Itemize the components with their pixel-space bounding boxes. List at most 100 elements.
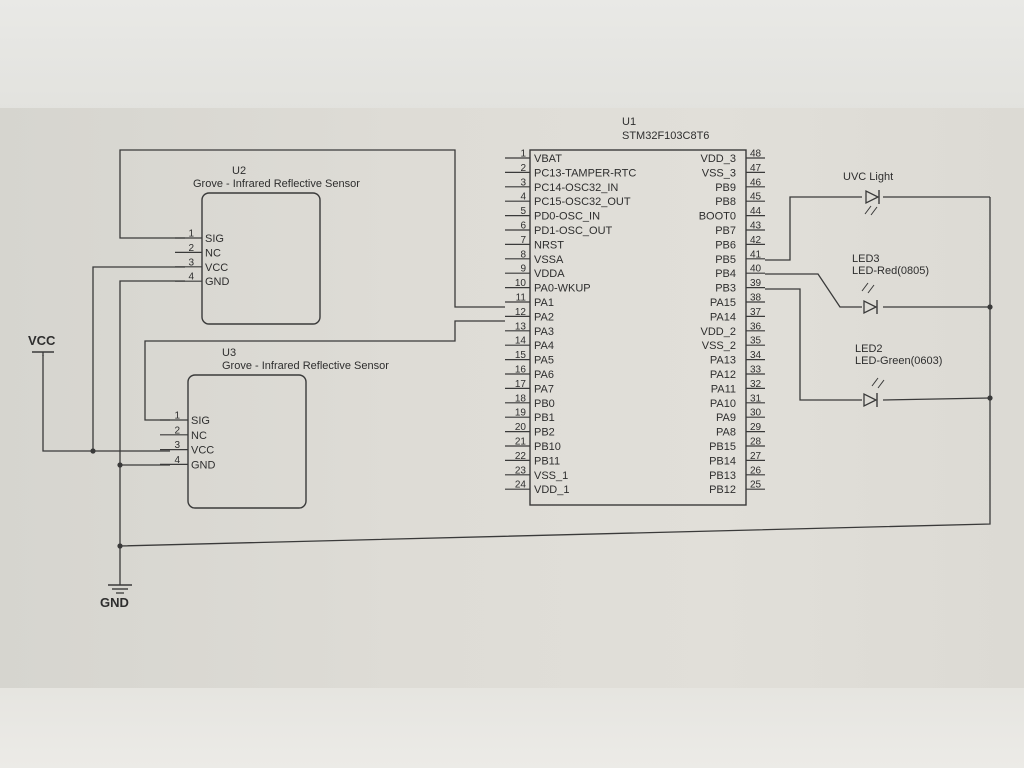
- u3-part: Grove - Infrared Reflective Sensor: [222, 360, 389, 372]
- u1-right-pin-name: PA15: [710, 297, 736, 309]
- wire-u2-sig-pa0: [119, 149, 505, 308]
- led3-part: LED-Red(0805): [852, 265, 929, 277]
- u1-right-pin-number: 42: [750, 235, 762, 246]
- uvc-label: UVC Light: [843, 171, 893, 183]
- paper-sheet: [0, 108, 1024, 688]
- u1-body: [529, 149, 747, 506]
- u1-left-pin-number: 12: [515, 307, 527, 318]
- u1-right-pin-name: PB14: [709, 455, 736, 467]
- wire-u2-vcc: [92, 266, 185, 451]
- u2-pin-name: VCC: [205, 262, 228, 274]
- u2-pin-number: 1: [188, 229, 194, 240]
- u1-left-pin-number: 23: [515, 465, 527, 476]
- u1-left-pin-name: PB10: [534, 441, 561, 453]
- u1-right-pin-number: 37: [750, 307, 762, 318]
- u1-right-pin-25: 25 PB12: [709, 480, 765, 496]
- u1-right-pin-number: 28: [750, 437, 762, 448]
- u2-pin-number: 2: [188, 243, 194, 254]
- u1-right-pin-name: PB7: [715, 225, 736, 237]
- u1-right-pin-number: 48: [750, 149, 762, 160]
- u2-pin-number: 4: [188, 272, 194, 283]
- u1-right-pin-name: VSS_2: [702, 340, 736, 352]
- u1-left-pin-name: PD0-OSC_IN: [534, 211, 600, 223]
- u1-right-pin-name: PB12: [709, 484, 736, 496]
- u1-left-pin-name: VSSA: [534, 254, 564, 266]
- u1-right-pin-number: 30: [750, 408, 762, 419]
- u1-left-pin-name: PB2: [534, 427, 555, 439]
- u1-right-pin-number: 36: [750, 321, 762, 332]
- u1-right-pin-name: PA10: [710, 398, 736, 410]
- u1-left-pin-name: PB1: [534, 412, 555, 424]
- u1-right-pin-name: PA9: [716, 412, 736, 424]
- u1-left-pin-number: 20: [515, 422, 527, 433]
- u1-right-pin-number: 29: [750, 422, 762, 433]
- u1-left-pin-20: 20 PB2: [505, 422, 555, 439]
- u1-right-pin-name: PB9: [715, 182, 736, 194]
- u1-right-pin-number: 43: [750, 221, 762, 232]
- u1-right-pin-name: PA11: [711, 383, 736, 395]
- u1-right-pin-30: 30 PA9: [716, 408, 765, 424]
- u1-right-pin-name: PA12: [710, 369, 736, 381]
- u1-right-pin-name: PB8: [715, 196, 736, 208]
- junction-vcc: [90, 448, 96, 454]
- led3-ref: LED3: [852, 253, 880, 265]
- vcc-symbol: VCC: [28, 333, 56, 356]
- wire-pb4-led3: [765, 273, 862, 308]
- junctions: [90, 304, 993, 549]
- u1-right-pin-43: 43 PB7: [715, 221, 765, 237]
- u1-left-pin-number: 17: [515, 379, 527, 390]
- u1-part: STM32F103C8T6: [622, 130, 709, 142]
- u3-pin-name: VCC: [191, 445, 214, 457]
- u1-right-pin-number: 25: [750, 480, 762, 491]
- u3-pin-name: NC: [191, 430, 207, 442]
- led3: LED3 LED-Red(0805): [852, 253, 929, 315]
- u1-left-pin-name: PA4: [534, 340, 554, 352]
- u3-pin-name: GND: [191, 459, 216, 471]
- u1-left-pin-name: PA7: [534, 383, 554, 395]
- vcc-label: VCC: [28, 333, 56, 348]
- u3-body: [187, 374, 307, 509]
- u3-pin-name: SIG: [191, 415, 210, 427]
- u1-right-pin-name: PB3: [715, 283, 736, 295]
- u1-left-pin-name: PB0: [534, 398, 555, 410]
- u1-left-pin-number: 3: [520, 177, 526, 188]
- u1-left-pin-number: 11: [516, 293, 527, 304]
- u1-right-pin-number: 41: [750, 249, 762, 260]
- led2-ref: LED2: [855, 343, 883, 355]
- u1-right-pin-name: VSS_3: [702, 167, 736, 179]
- u1-right-pin-number: 47: [750, 163, 762, 174]
- u1-left-pin-number: 19: [515, 408, 527, 419]
- u1-right-pin-name: PA13: [710, 355, 736, 367]
- u1-left-pin-name: PB11: [534, 455, 560, 467]
- wire-u3-sig-pa2: [144, 320, 505, 421]
- junction-led3: [987, 304, 993, 310]
